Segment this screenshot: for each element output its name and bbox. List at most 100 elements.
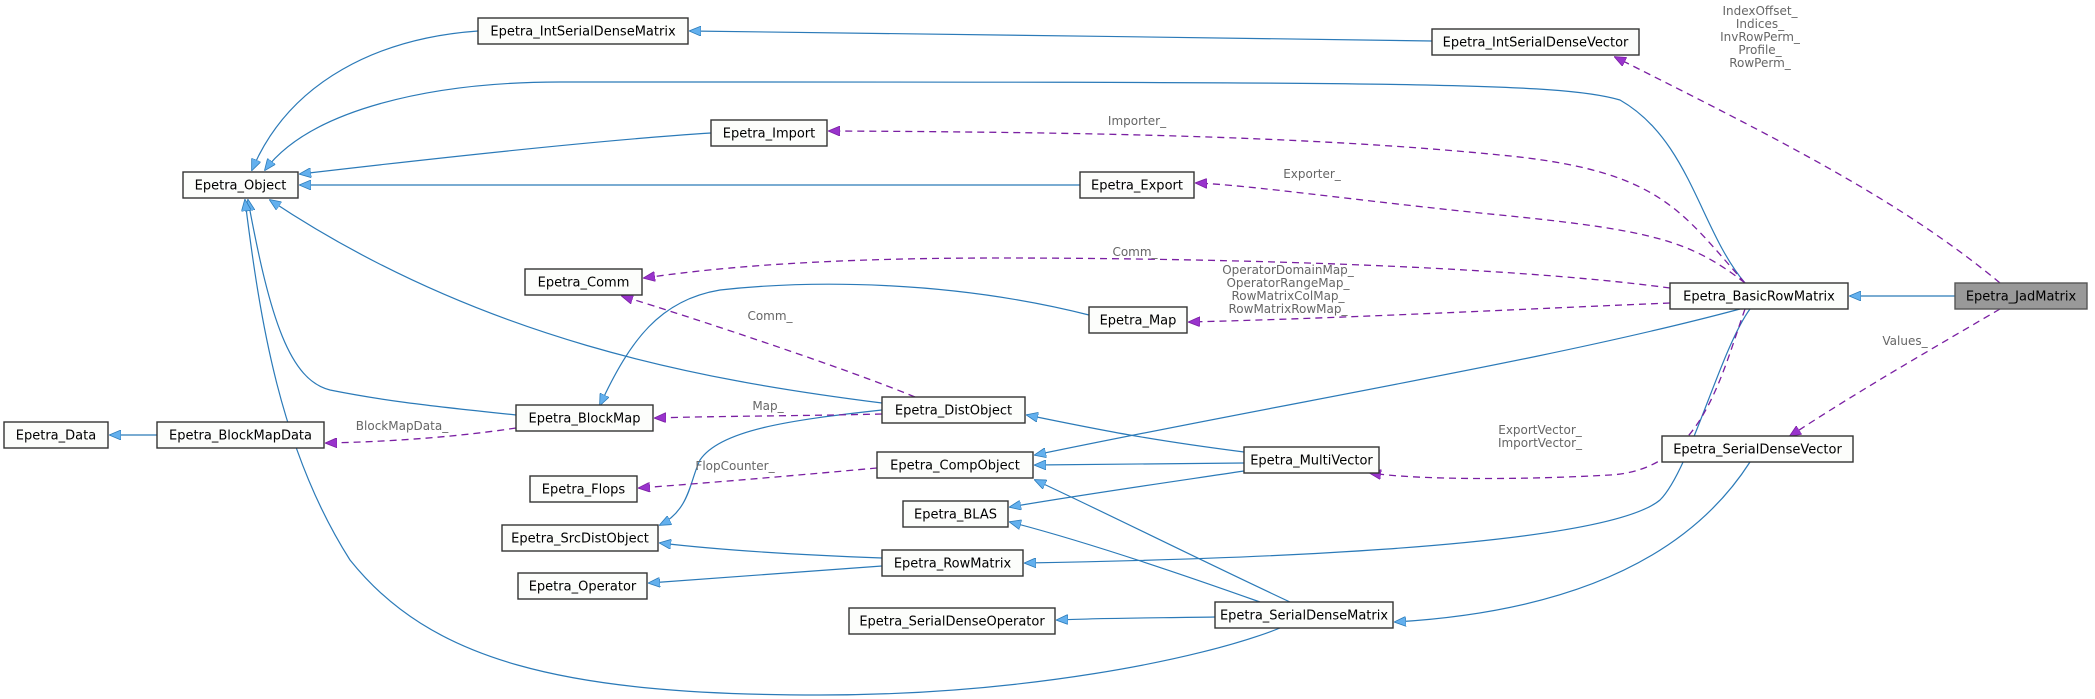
node-label: Epetra_CompObject [890, 459, 1020, 474]
edge-label-line: BlockMapData_ [356, 419, 449, 433]
inheritance-edge-epetra-multivector-to-epetra-distobject [1027, 415, 1245, 453]
inheritance-edge-epetra-intserialdensematrix-to-epetra-object [252, 30, 479, 170]
edge-label-line: Exporter_ [1283, 167, 1342, 181]
node-box[interactable] [1669, 282, 1849, 310]
node-box[interactable] [1431, 28, 1640, 56]
node-label: Epetra_Export [1091, 179, 1183, 194]
node-label: Epetra_BlockMap [529, 412, 641, 427]
node-label: Epetra_Comm [538, 276, 630, 291]
node-box[interactable] [501, 524, 659, 552]
node-epetra-rowmatrix[interactable]: Epetra_RowMatrix [881, 549, 1024, 577]
node-epetra-data[interactable]: Epetra_Data [3, 421, 109, 449]
node-epetra-serialdenseoperator[interactable]: Epetra_SerialDenseOperator [848, 607, 1056, 635]
edge-label-line: RowMatrixColMap_ [1231, 289, 1345, 303]
member-edge-epetra-blockmap-to-epetra-blockmapdata [326, 427, 517, 443]
edge-labels-layer: IndexOffset_Indices_InvRowPerm_Profile_R… [356, 4, 1929, 473]
node-box[interactable] [524, 268, 643, 296]
node-epetra-distobject[interactable]: Epetra_DistObject [881, 396, 1026, 424]
node-box[interactable] [1243, 446, 1380, 474]
node-epetra-export[interactable]: Epetra_Export [1079, 171, 1195, 199]
node-epetra-serialdensematrix[interactable]: Epetra_SerialDenseMatrix [1214, 601, 1394, 629]
node-box[interactable] [3, 421, 109, 449]
edge-label-line: ImportVector_ [1498, 436, 1583, 450]
inheritance-edge-epetra-serialdensematrix-to-epetra-serialdenseoperator [1057, 617, 1216, 620]
node-box[interactable] [710, 119, 828, 147]
edge-label-line: ExportVector_ [1498, 423, 1583, 437]
member-edge-epetra-basicrowmatrix-to-epetra-comm [644, 257, 1671, 289]
nodes-layer: Epetra_JadMatrixEpetra_BasicRowMatrixEpe… [3, 17, 2088, 635]
node-label: Epetra_SerialDenseMatrix [1220, 609, 1388, 624]
node-label: Epetra_IntSerialDenseMatrix [490, 25, 676, 40]
node-epetra-srcdistobject[interactable]: Epetra_SrcDistObject [501, 524, 659, 552]
member-edge-epetra-basicrowmatrix-to-epetra-multivector [1370, 308, 1746, 479]
node-box[interactable] [1079, 171, 1195, 199]
edge-label-line: Comm_ [1112, 245, 1158, 259]
inheritance-edge-epetra-serialdensematrix-to-epetra-compobject [1035, 480, 1291, 603]
member-edge-epetra-jadmatrix-to-epetra-serialdensevector [1790, 308, 2001, 436]
node-epetra-import[interactable]: Epetra_Import [710, 119, 828, 147]
inheritance-edge-epetra-multivector-to-epetra-blas [1010, 470, 1245, 507]
node-epetra-blockmap[interactable]: Epetra_BlockMap [515, 404, 654, 432]
edge-label-line: OperatorDomainMap_ [1222, 263, 1355, 277]
inheritance-edge-epetra-blockmap-to-epetra-object [248, 200, 517, 416]
edge-label: FlopCounter_ [695, 459, 775, 473]
node-epetra-intserialdensematrix[interactable]: Epetra_IntSerialDenseMatrix [477, 17, 689, 45]
inheritance-edge-epetra-serialdensematrix-to-epetra-object [245, 200, 1281, 696]
node-box[interactable] [529, 475, 638, 503]
node-epetra-compobject[interactable]: Epetra_CompObject [876, 451, 1034, 479]
node-epetra-operator[interactable]: Epetra_Operator [517, 572, 648, 600]
node-label: Epetra_SrcDistObject [511, 532, 649, 547]
member-edge-epetra-distobject-to-epetra-comm [622, 296, 916, 398]
edge-label: ExportVector_ImportVector_ [1498, 423, 1583, 450]
node-epetra-intserialdensevector[interactable]: Epetra_IntSerialDenseVector [1431, 28, 1640, 56]
node-epetra-flops[interactable]: Epetra_Flops [529, 475, 638, 503]
edge-label-line: Comm_ [747, 309, 793, 323]
edge-label-line: Importer_ [1108, 114, 1167, 128]
node-box[interactable] [881, 396, 1026, 424]
edges-layer [110, 30, 2001, 696]
edge-label: Values_ [1882, 334, 1928, 348]
inheritance-edge-epetra-rowmatrix-to-epetra-operator [649, 565, 883, 583]
node-box[interactable] [515, 404, 654, 432]
node-box[interactable] [1088, 306, 1188, 334]
inheritance-edge-epetra-map-to-epetra-blockmap [600, 283, 1090, 405]
node-box[interactable] [477, 17, 689, 45]
inheritance-edge-epetra-multivector-to-epetra-compobject [1035, 463, 1245, 465]
node-box[interactable] [156, 421, 325, 449]
node-label: Epetra_IntSerialDenseVector [1443, 36, 1629, 51]
inheritance-edge-epetra-basicrowmatrix-to-epetra-rowmatrix [1025, 308, 1751, 563]
node-label: Epetra_BlockMapData [169, 429, 312, 444]
edge-label-line: IndexOffset_ [1722, 4, 1798, 18]
node-box[interactable] [517, 572, 648, 600]
node-epetra-multivector[interactable]: Epetra_MultiVector [1243, 446, 1380, 474]
node-epetra-comm[interactable]: Epetra_Comm [524, 268, 643, 296]
node-box[interactable] [1214, 601, 1394, 629]
edge-label-line: RowPerm_ [1729, 56, 1792, 70]
node-box[interactable] [182, 171, 299, 199]
node-label: Epetra_SerialDenseOperator [859, 615, 1045, 630]
node-epetra-blas[interactable]: Epetra_BLAS [902, 500, 1009, 528]
node-box[interactable] [902, 500, 1009, 528]
node-epetra-map[interactable]: Epetra_Map [1088, 306, 1188, 334]
node-label: Epetra_RowMatrix [894, 557, 1012, 572]
node-box[interactable] [876, 451, 1034, 479]
node-label: Epetra_Flops [542, 483, 626, 498]
edge-label-line: FlopCounter_ [695, 459, 775, 473]
node-epetra-object[interactable]: Epetra_Object [182, 171, 299, 199]
node-label: Epetra_SerialDenseVector [1673, 443, 1842, 458]
node-box[interactable] [1661, 435, 1854, 463]
node-label: Epetra_MultiVector [1250, 454, 1373, 469]
node-label: Epetra_BasicRowMatrix [1683, 290, 1835, 305]
node-epetra-blockmapdata[interactable]: Epetra_BlockMapData [156, 421, 325, 449]
node-box[interactable] [1954, 282, 2088, 310]
node-epetra-serialdensevector[interactable]: Epetra_SerialDenseVector [1661, 435, 1854, 463]
member-edge-epetra-jadmatrix-to-epetra-intserialdensevector [1615, 57, 2001, 284]
node-label: Epetra_Data [16, 429, 96, 444]
node-epetra-basicrowmatrix[interactable]: Epetra_BasicRowMatrix [1669, 282, 1849, 310]
node-epetra-jadmatrix[interactable]: Epetra_JadMatrix [1954, 282, 2088, 310]
node-box[interactable] [848, 607, 1056, 635]
inheritance-edge-epetra-serialdensematrix-to-epetra-blas [1010, 522, 1261, 603]
node-box[interactable] [881, 549, 1024, 577]
node-label: Epetra_BLAS [914, 508, 997, 523]
